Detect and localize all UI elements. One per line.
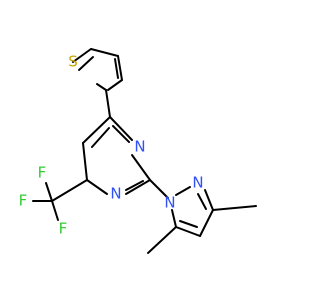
fluorine-atom-label: F [38,164,47,182]
fluorine-atom-label: F [59,220,68,238]
bond [147,226,177,254]
nitrogen-atom-label: N [134,138,145,156]
bond [204,189,214,211]
bond [91,127,110,148]
bond [175,186,191,196]
bond [72,48,92,63]
bond [199,209,214,237]
bond [212,205,257,211]
bond [82,142,88,181]
sulfur-atom-label: S [68,53,78,71]
nitrogen-atom-label: N [110,185,121,203]
bond [51,200,59,221]
bond [171,209,177,228]
bond [175,226,201,237]
bond [149,179,169,199]
molecule-structure: S N N N N F F F [19,48,257,254]
bond [86,179,108,195]
bond [107,79,123,91]
bond [45,182,53,202]
bond [105,89,111,118]
bond [82,116,111,144]
nitrogen-atom-label: N [164,194,175,212]
bond [90,48,119,57]
bond [125,180,144,191]
fluorine-atom-label: F [19,192,28,210]
bond [131,154,151,181]
bond [114,58,119,79]
bond [51,179,88,202]
bond [109,116,133,141]
bond [78,56,94,71]
bond [117,55,123,81]
bond [112,125,130,143]
bond [179,220,198,228]
bond [125,179,151,195]
bond [197,193,207,210]
bond [96,83,107,91]
nitrogen-atom-label: N [192,174,203,192]
